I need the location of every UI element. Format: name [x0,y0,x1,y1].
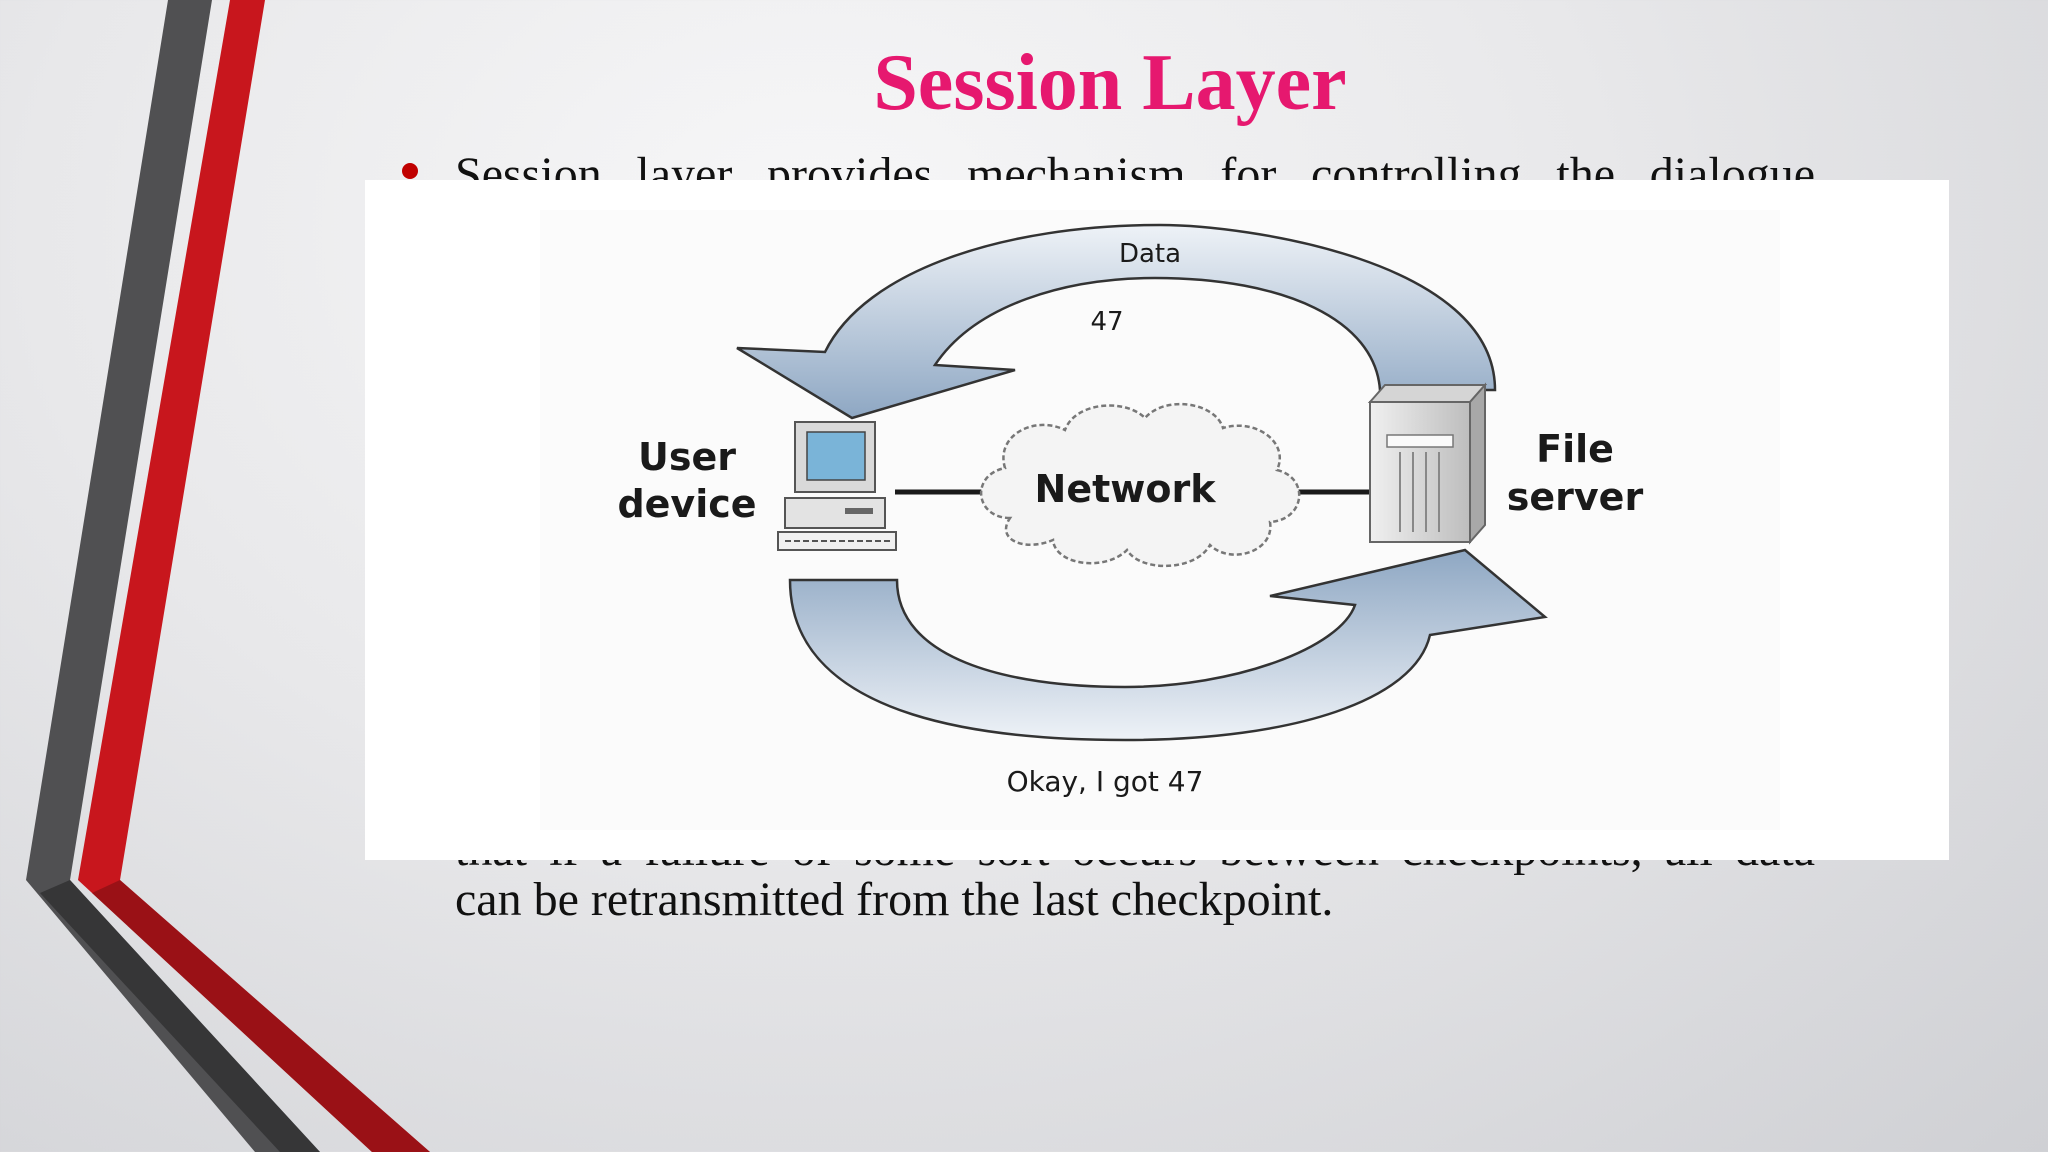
file-server-label-line1: File [1536,427,1614,471]
user-device-label-line2: device [617,482,756,526]
dark-red-wedge [92,880,430,1152]
computer-icon [777,421,897,551]
bottom-arrow [788,548,1548,742]
top-arrow [736,223,1497,420]
file-server-label-line2: server [1507,475,1644,519]
network-label: Network [1035,467,1217,511]
session-diagram: Data 47 User device Network File server … [540,210,1780,830]
diagram-image: Data 47 User device Network File server … [365,180,1949,860]
file-server-icon [1367,382,1488,545]
red-stripe [78,0,430,1152]
bullet-line-3: can be retransmitted from the last check… [455,873,1334,926]
gray-stripe [26,0,320,1152]
dark-gray-wedge [40,880,320,1152]
network-cloud-icon [979,402,1301,568]
user-device-label-line1: User [638,435,736,479]
bottom-arrow-label: Okay, I got 47 [1007,765,1204,798]
bullet-marker [402,163,418,179]
slide-title: Session Layer [873,39,1347,127]
data-value-label: 47 [1090,307,1123,337]
top-arrow-label: Data [1119,239,1181,269]
